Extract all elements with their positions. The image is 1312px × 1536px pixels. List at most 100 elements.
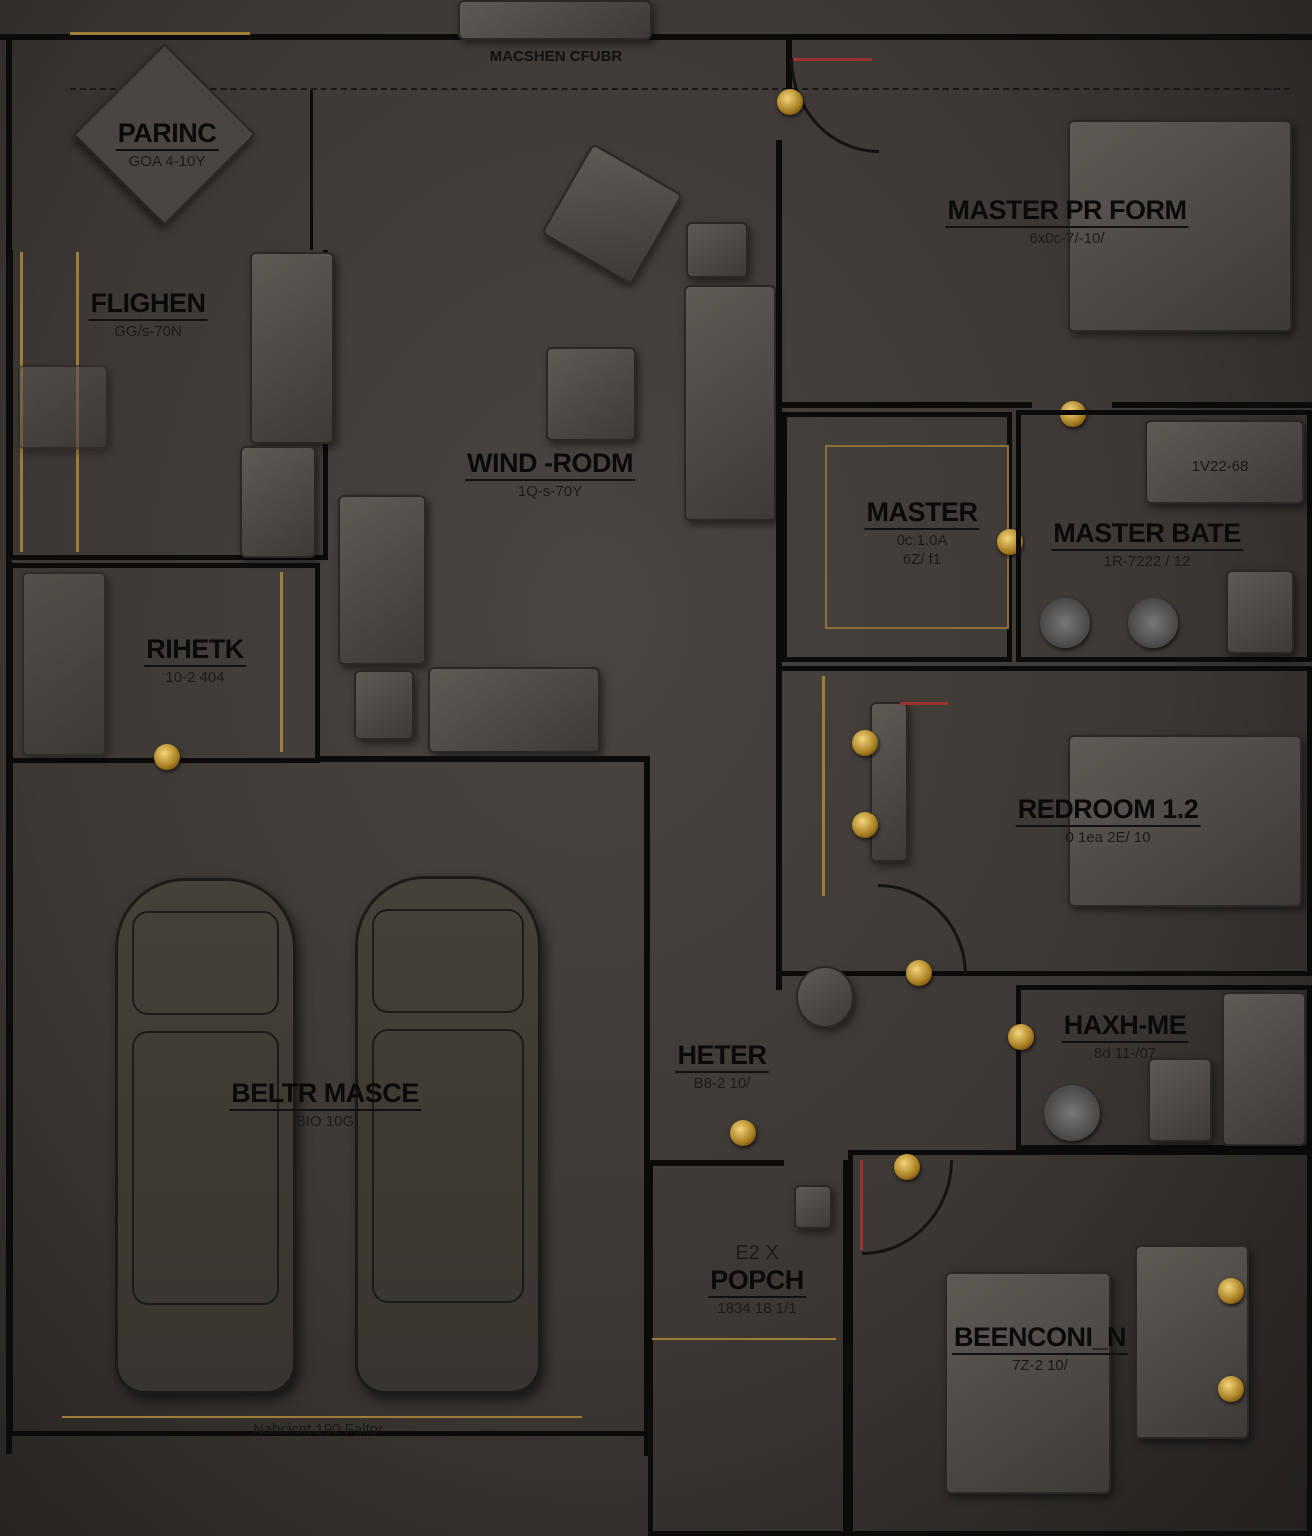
sink-icon — [1040, 598, 1090, 648]
door-knob-icon[interactable] — [852, 812, 878, 838]
dashed-line — [70, 88, 1290, 90]
room-name: HETER — [675, 1040, 769, 1073]
room-dims: GOA 4-10Y — [128, 153, 206, 170]
closet-shelf — [870, 702, 908, 862]
trim — [822, 676, 825, 896]
door-knob-icon[interactable] — [1218, 1278, 1244, 1304]
room-name: RIHETK — [144, 634, 246, 667]
toilet — [1226, 570, 1294, 654]
room-heater: HETER B8-2 10/ — [675, 1040, 769, 1092]
trim — [652, 1338, 836, 1340]
room-name: PARINC — [115, 118, 219, 151]
room-name: BELTR MASCE — [229, 1078, 421, 1111]
room-dims: 1Q-s-70Y — [517, 483, 583, 500]
door-knob-icon[interactable] — [154, 744, 180, 770]
ottoman — [546, 347, 636, 441]
top-entry-fixture — [458, 0, 652, 40]
room-kitchen: FLIGHEN GG/s-70N — [88, 288, 208, 340]
room-dims: 0c:1.0A — [896, 532, 948, 549]
room-name: POPCH — [708, 1265, 806, 1298]
master-bath-room — [1016, 410, 1312, 662]
bed — [1068, 735, 1302, 907]
room-name: REDROOM 1.2 — [1015, 794, 1201, 827]
room-dims: GG/s-70N — [114, 323, 182, 340]
porch-light — [794, 1185, 832, 1229]
door-knob-icon[interactable] — [1008, 1024, 1034, 1050]
wall — [320, 756, 650, 762]
porch-note: E2 X — [735, 1242, 779, 1264]
door-jamb — [900, 702, 948, 705]
wall — [786, 40, 792, 100]
bedroom3-room — [848, 1150, 1312, 1536]
garage-footer: Nabcicnt 190 Faltor — [252, 1421, 384, 1438]
door-jamb — [860, 1160, 863, 1250]
door-knob-icon[interactable] — [906, 960, 932, 986]
room-dims: 1R-7222 / 12 — [1103, 553, 1191, 570]
room-parking: PARINC GOA 4-10Y — [115, 118, 219, 170]
hall-bath-room — [1016, 985, 1312, 1150]
main-door-swing — [790, 58, 879, 153]
sink-icon — [1044, 1085, 1100, 1141]
room-hall-bath: HAXH-ME 8d 11-/07 — [1061, 1010, 1189, 1062]
room-name: FLIGHEN — [88, 288, 208, 321]
room-bedroom3: BEENCONI_N 7Z-2 10/ — [951, 1322, 1129, 1374]
bench — [428, 667, 600, 753]
room-name: MASTER BATE — [1051, 518, 1243, 551]
room-dims: 1834 18 1/1 — [717, 1300, 797, 1317]
wall — [1112, 402, 1312, 408]
water-heater — [796, 966, 854, 1028]
bed — [945, 1272, 1111, 1494]
bedroom2-room — [782, 666, 1312, 976]
room-name: MASTER — [864, 497, 980, 530]
room-dims: 8d 11-/07 — [1093, 1045, 1157, 1062]
garage-room — [8, 756, 650, 1436]
tv-console — [684, 285, 776, 521]
fridge — [250, 252, 334, 444]
car-right — [355, 876, 541, 1394]
room-garage: BELTR MASCE BIO 10G — [229, 1078, 421, 1130]
wall — [310, 90, 313, 250]
sink-icon — [1128, 598, 1178, 648]
wall — [776, 140, 782, 990]
trim — [62, 1416, 582, 1418]
cabinet — [338, 495, 426, 665]
wall — [644, 1160, 784, 1166]
trim — [280, 572, 283, 752]
stove — [240, 446, 316, 558]
stool — [354, 670, 414, 740]
door-knob-icon[interactable] — [1218, 1376, 1244, 1402]
room-dims: 7Z-2 10/ — [1012, 1357, 1068, 1374]
room-dims: B8-2 10/ — [693, 1075, 751, 1092]
room-name: BEENCONI_N — [951, 1322, 1129, 1355]
vanity — [1145, 420, 1304, 504]
door-knob-icon[interactable] — [730, 1120, 756, 1146]
room-dims: 10-2 404 — [165, 669, 225, 686]
room-dims: BIO 10G — [295, 1113, 355, 1130]
sink — [18, 365, 108, 449]
room-pantry: RIHETK 10-2 404 — [144, 634, 246, 686]
bath-note: 1V22-68 — [1191, 458, 1249, 475]
dresser — [1135, 1245, 1249, 1439]
porch-room — [648, 1160, 848, 1536]
room-master-closet: MASTER 0c:1.0A 6Z/ f1 — [864, 497, 980, 568]
door-knob-icon[interactable] — [852, 730, 878, 756]
side-table — [540, 142, 684, 286]
room-dims: 6x0c-7/-10/ — [1029, 230, 1105, 247]
room-master-bedroom: MASTER PR FORM 6x0c-7/-10/ — [945, 195, 1189, 247]
room-name: HAXH-ME — [1061, 1010, 1189, 1043]
wall — [782, 402, 1032, 408]
car-left — [115, 878, 296, 1394]
room-name: MASTER PR FORM — [945, 195, 1189, 228]
door-knob-icon[interactable] — [894, 1154, 920, 1180]
plan-title: MACSHEN CFUBR — [489, 48, 623, 65]
trim — [70, 32, 250, 35]
outer-wall-top — [0, 34, 1312, 40]
cabinet — [22, 572, 106, 756]
room-dims-2: 6Z/ f1 — [902, 551, 942, 568]
door-knob-icon[interactable] — [777, 89, 803, 115]
toilet — [1148, 1058, 1212, 1142]
room-master-bath: MASTER BATE 1R-7222 / 12 — [1051, 518, 1243, 570]
